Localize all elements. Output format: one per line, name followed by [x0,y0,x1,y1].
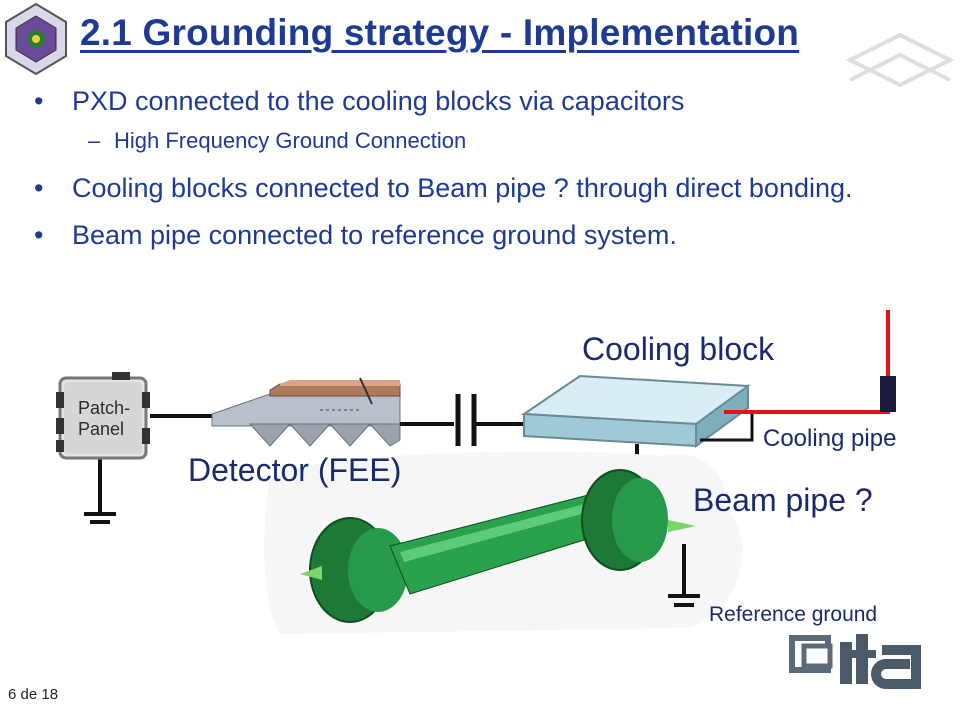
bullet-marker: • [34,173,44,203]
sub-bullet-text: High Frequency Ground Connection [114,128,467,153]
cooling-block-icon [520,374,751,448]
sub-bullet-marker: – [88,128,101,153]
patch-panel-label: Patch- Panel [78,398,130,440]
watermark-icon [845,32,955,88]
patch-panel-icon [56,372,150,460]
cooling-pipe-label: Cooling pipe [763,425,897,452]
bullet-text: Cooling blocks connected to Beam pipe ? … [72,173,853,203]
bullet-item: • Beam pipe connected to reference groun… [32,218,892,253]
bullet-item: • Cooling blocks connected to Beam pipe … [32,171,892,206]
bullet-text: Beam pipe connected to reference ground … [72,220,677,250]
sub-bullet-item: – High Frequency Ground Connection [32,127,892,155]
bullet-list: • PXD connected to the cooling blocks vi… [32,84,892,265]
detector-fee-icon [211,377,401,447]
page-number: 6 de 18 [8,686,59,703]
cooling-block-label: Cooling block [582,331,775,367]
slide-title: 2.1 Grounding strategy - Implementation [80,12,800,53]
reference-ground-symbol [668,544,700,607]
beam-pipe-label: Beam pipe ? [693,482,873,518]
ita-logo [789,634,921,689]
depfet-logo [5,2,67,76]
capacitor-symbol [455,394,477,446]
reference-ground-label: Reference ground [709,603,878,626]
patch-panel-ground-symbol [84,456,116,524]
patch-panel-label-line2: Panel [78,419,125,439]
bullet-marker: • [34,86,44,116]
bullet-text: PXD connected to the cooling blocks via … [72,86,685,116]
bullet-item: • PXD connected to the cooling blocks vi… [32,84,892,119]
beam-pipe-icon [300,469,696,623]
patch-panel-label-line1: Patch- [78,398,131,418]
cooling-pipe-icon [700,310,896,442]
detector-label: Detector (FEE) [188,452,402,488]
bullet-marker: • [34,220,44,250]
